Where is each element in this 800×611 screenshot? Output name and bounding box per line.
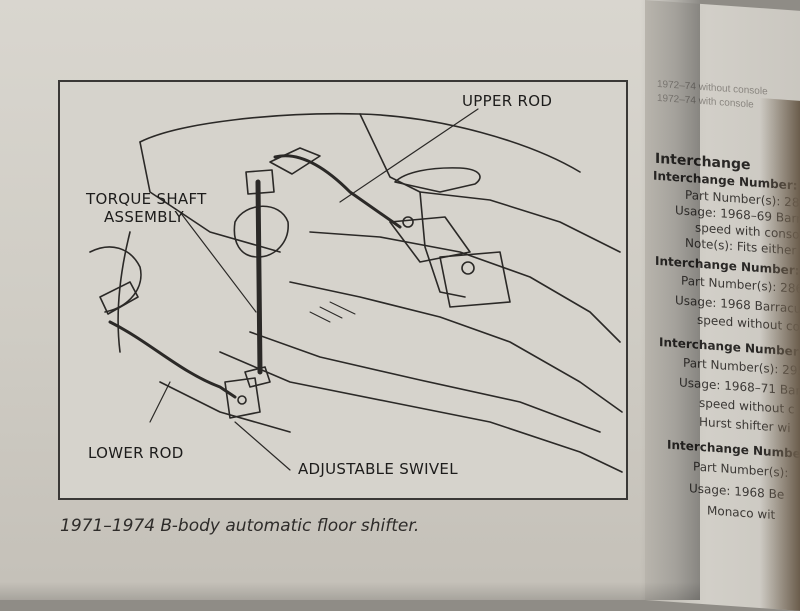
shifter-bolt bbox=[402, 216, 414, 228]
shifter-bracket bbox=[439, 251, 511, 308]
transmission-lever bbox=[99, 281, 139, 315]
shifter-base bbox=[389, 216, 471, 263]
shifter-stalk bbox=[419, 191, 466, 298]
torque-shaft-top bbox=[245, 169, 275, 195]
label-torque-shaft-line1: TORQUE SHAFT bbox=[86, 190, 207, 208]
torque-shaft-bushing bbox=[233, 205, 289, 258]
floor-hatching bbox=[309, 301, 356, 323]
leader-torque-shaft bbox=[179, 211, 257, 313]
leader-adjustable-swivel bbox=[234, 421, 291, 471]
console-top-outline bbox=[139, 112, 581, 173]
upper-rod bbox=[273, 154, 402, 229]
swivel-bolt bbox=[237, 395, 247, 405]
figure-frame: UPPER ROD TORQUE SHAFT ASSEMBLY LOWER RO… bbox=[58, 80, 628, 500]
floor-edge-1 bbox=[219, 351, 623, 473]
swivel-lever bbox=[244, 366, 271, 388]
transmission-outline bbox=[117, 231, 131, 353]
console-side-lower bbox=[289, 281, 623, 413]
floor-edge-2 bbox=[249, 331, 601, 433]
torque-shaft bbox=[255, 179, 263, 375]
lower-rod bbox=[108, 320, 237, 399]
transmission-bracket bbox=[89, 246, 142, 313]
upper-rod-bracket bbox=[269, 147, 321, 175]
floor-edge-3 bbox=[159, 381, 291, 433]
shifter-linkage-diagram bbox=[89, 108, 623, 473]
book-gutter-shadow bbox=[640, 0, 700, 600]
console-side-upper bbox=[309, 231, 621, 343]
adjustable-swivel bbox=[224, 377, 261, 419]
leader-upper-rod bbox=[339, 108, 479, 203]
bracket-bolt bbox=[461, 261, 475, 275]
label-adjustable-swivel: ADJUSTABLE SWIVEL bbox=[298, 460, 458, 478]
console-rear-outline bbox=[359, 113, 621, 253]
label-lower-rod: LOWER ROD bbox=[88, 444, 184, 462]
next-page-edge bbox=[760, 98, 800, 611]
page-bottom-shade bbox=[0, 582, 700, 600]
label-torque-shaft-line2: ASSEMBLY bbox=[104, 208, 184, 226]
leader-lower-rod bbox=[149, 381, 171, 423]
figure-caption: 1971–1974 B-body automatic floor shifter… bbox=[60, 516, 420, 536]
label-upper-rod: UPPER ROD bbox=[462, 92, 553, 110]
shifter-handle bbox=[394, 167, 481, 193]
